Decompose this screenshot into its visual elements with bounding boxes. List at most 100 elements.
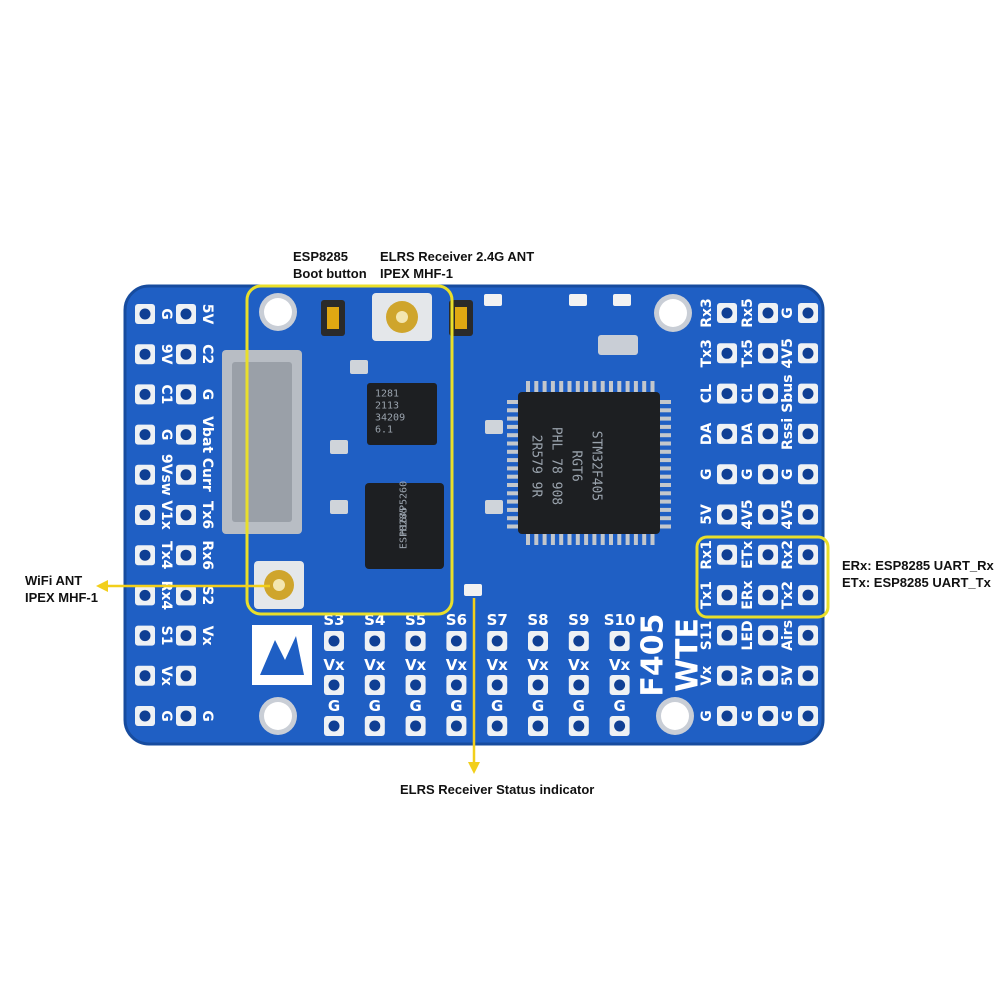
mcu-pin-left-4 [507,433,518,438]
right-label-r1c2: 4V5 [780,338,796,368]
bottom-g-3-hole [450,720,462,732]
mcu-pin-left-7 [507,458,518,463]
mcu-pin-top-0 [526,381,530,392]
left-r4c0-hole [139,469,151,481]
left-r0c1-hole [180,308,192,320]
mcu-pin-left-8 [507,466,518,471]
callout-uart-tx: ETx: ESP8285 UART_Tx [842,575,991,590]
bottom-sig-0-hole [328,635,340,647]
right-r9c2-hole [802,670,814,682]
bottom-g-4-hole [491,720,503,732]
mcu-pin-left-11 [507,491,518,496]
passive-0 [330,440,348,454]
bottom-label-6: S9 [568,611,589,629]
mcu-pin-top-1 [534,381,539,392]
model-label-f405: F405 [636,613,671,696]
right-label-r2c0: CL [699,384,715,403]
mcu-pin-bottom-5 [567,534,572,545]
bottom-label-7: S10 [604,611,636,629]
right-r4c0-hole [721,468,733,480]
right-r6c2-hole [802,549,814,561]
left-label-r10c1: G [199,710,215,722]
bottom-sig-1-hole [369,635,381,647]
callout-uart: ERx: ESP8285 UART_Rx ETx: ESP8285 UART_T… [842,557,994,591]
mcu-pin-top-6 [575,381,580,392]
left-r5c0-hole [139,509,151,521]
bottom-label-4: S7 [487,611,508,629]
left-r8c0-hole [139,630,151,642]
mount-hole-2 [264,702,292,730]
callout-esp-boot-line1: ESP8285 [293,249,348,264]
bottom-vx-1-hole [369,679,381,691]
mcu-pin-top-15 [650,381,655,392]
right-label-r3c0: DA [699,423,715,446]
bottom-sig-7-hole [614,635,626,647]
bottom-g-label-7: G [613,697,625,715]
bottom-vx-label-0: Vx [323,656,345,674]
mcu-pin-bottom-9 [600,534,605,545]
mcu-pin-bottom-6 [575,534,580,545]
mcu-pin-bottom-15 [650,534,655,545]
mcu-pin-right-8 [660,466,671,471]
left-label-r5c1: Tx6 [199,501,215,529]
left-label-r1c1: C2 [199,344,215,364]
mcu-pin-right-14 [660,516,671,521]
mcu-pin-left-12 [507,499,518,504]
mcu-pin-top-10 [609,381,613,392]
bottom-g-0-hole [328,720,340,732]
left-r2c0-hole [139,388,151,400]
callout-elrs-antenna-line1: ELRS Receiver 2.4G ANT [380,249,535,264]
passive-3 [485,500,503,514]
right-r3c2-hole [802,428,814,440]
right-r4c2-hole [802,468,814,480]
left-label-r9c0: Vx [158,666,174,686]
right-label-r6c2: Rx2 [780,540,796,570]
mcu-marking-1: RGT6 [569,450,584,481]
mcu-pin-right-10 [660,483,671,487]
bottom-vx-5-hole [532,679,544,691]
mcu-pin-right-12 [660,499,671,504]
left-label-r8c0: S1 [158,626,174,646]
mcu-pin-right-5 [660,441,671,446]
right-label-r8c0: S11 [699,621,715,651]
right-label-r7c0: Tx1 [699,581,715,609]
mcu-pin-bottom-12 [625,534,630,545]
mcu-pin-top-5 [567,381,572,392]
right-r7c0-hole [721,589,733,601]
right-label-r0c2: G [780,307,796,319]
mcu-pin-top-7 [584,381,589,392]
right-label-r8c2: Airs [780,620,796,651]
mcu-pin-top-11 [617,381,622,392]
right-r5c0-hole [721,509,733,520]
led-0 [484,294,502,306]
right-r10c1-hole [762,710,774,722]
left-label-r7c0: Rx4 [158,581,174,611]
mcu-pin-top-2 [542,381,547,392]
bottom-sig-3-hole [450,635,462,647]
left-r2c1-hole [180,388,192,400]
mcu-pin-right-9 [660,474,671,479]
mcu-marking-3: 2R579 9R [529,435,544,498]
mcu-pin-top-13 [633,381,638,392]
right-label-r5c2: 4V5 [780,499,796,529]
right-label-r1c0: Tx3 [699,339,715,367]
right-label-r3c2: Rssi [780,418,796,450]
left-r7c0-hole [139,589,151,601]
right-r2c2-hole [802,388,814,400]
left-label-r10c0: G [158,710,174,722]
right-r6c0-hole [721,549,733,561]
mount-hole-3 [661,702,689,730]
right-label-r0c1: Rx5 [740,298,756,328]
right-r8c2-hole [802,629,814,641]
sd-card-slot-inner [232,362,292,522]
led-1 [569,294,587,306]
right-r8c0-hole [721,629,733,641]
mcu-pin-top-9 [600,381,605,392]
left-r9c0-hole [139,670,151,682]
bottom-vx-label-3: Vx [446,656,468,674]
left-label-r5c0: V1x [158,500,174,530]
bottom-g-label-1: G [369,697,381,715]
right-r3c1-hole [762,428,774,440]
passive-2 [485,420,503,434]
